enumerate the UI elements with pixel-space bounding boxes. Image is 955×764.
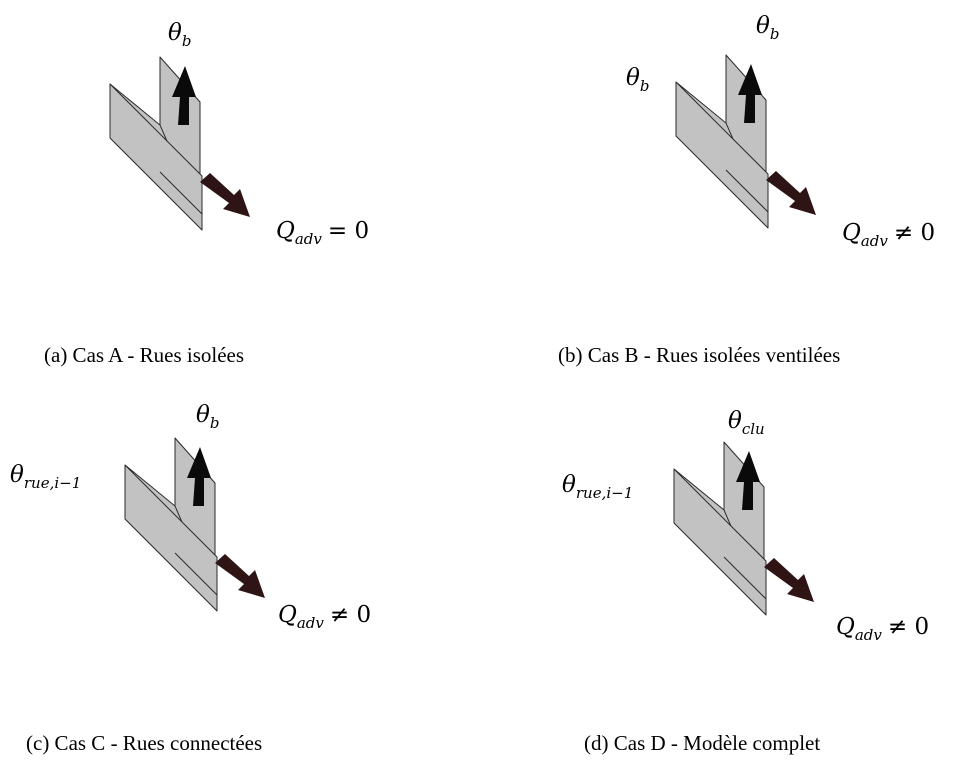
left-label-sub: rue,i−1 xyxy=(576,484,633,502)
canyon-axis-line xyxy=(723,556,767,600)
left-label-base: θ xyxy=(626,65,640,91)
flux-label-rel: = 0 xyxy=(328,218,369,244)
panel-cas-d: θclu θrue,i−1 Qadv≠ 0 (d) Cas D - Modèle… xyxy=(478,382,955,764)
flux-label-rel: ≠ 0 xyxy=(888,614,929,640)
panel-cas-b: θb θb Qadv≠ 0 (b) Cas B - Rues isolées v… xyxy=(478,0,955,382)
flux-label-base: Q xyxy=(276,218,295,244)
heat-flux-up-arrow xyxy=(187,447,211,506)
left-label-base: θ xyxy=(562,472,576,498)
flux-label-base: Q xyxy=(836,614,855,640)
flux-label: Qadv = 0 xyxy=(276,218,369,248)
canyon-diagram-d: θclu θrue,i−1 Qadv≠ 0 (d) Cas D - Modèle… xyxy=(562,408,929,755)
advection-arrow xyxy=(766,171,816,215)
flux-label-base: Q xyxy=(842,220,861,246)
advection-arrow xyxy=(215,554,265,598)
left-label: θrue,i−1 xyxy=(562,472,633,502)
canyon-diagram-a: θb Qadv = 0 (a) Cas A - Rues isolées xyxy=(44,20,369,367)
flux-label-sub: adv xyxy=(295,230,323,248)
front-wall xyxy=(109,83,203,231)
top-label: θclu xyxy=(728,408,765,438)
street-canyon-b xyxy=(675,54,816,229)
flux-label: Qadv ≠ 0 xyxy=(278,602,371,632)
canyon-axis-line xyxy=(159,171,203,215)
caption-a: (a) Cas A - Rues isolées xyxy=(44,343,244,367)
canyon-diagram-b: θb θb Qadv≠ 0 (b) Cas B - Rues isolées v… xyxy=(558,13,935,367)
top-label-base: θ xyxy=(196,402,210,428)
caption-c: (c) Cas C - Rues connectées xyxy=(26,731,262,755)
top-label-base: θ xyxy=(168,20,182,46)
left-label-sub: rue,i−1 xyxy=(24,474,81,492)
flux-label: Qadv ≠ 0 xyxy=(842,220,935,250)
left-label: θrue,i−1 xyxy=(10,462,81,492)
canyon-diagram-c: θb θrue,i−1 Qadv≠ 0 (c) Cas C - Rues con… xyxy=(10,402,371,755)
canyon-axis-line xyxy=(725,169,769,213)
left-label-sub: b xyxy=(640,77,650,95)
advection-arrow xyxy=(200,173,250,217)
flux-label-rel: ≠ 0 xyxy=(894,220,935,246)
left-label: θb xyxy=(626,65,649,95)
front-wall xyxy=(673,468,767,616)
heat-flux-up-arrow xyxy=(738,64,762,123)
street-canyon-d xyxy=(673,441,814,616)
left-label-base: θ xyxy=(10,462,24,488)
flux-label-sub: adv xyxy=(297,614,325,632)
top-label-sub: b xyxy=(770,25,780,43)
flux-label-sub: adv xyxy=(855,626,883,644)
heat-flux-up-arrow xyxy=(736,451,760,510)
flux-label-rel: ≠ 0 xyxy=(330,602,371,628)
flux-label-sub: adv xyxy=(861,232,889,250)
advection-arrow xyxy=(764,558,814,602)
top-label-sub: b xyxy=(182,32,192,50)
top-label-sub: b xyxy=(210,414,220,432)
heat-flux-up-arrow xyxy=(172,66,196,125)
canyon-axis-line xyxy=(174,552,218,596)
street-canyon-a xyxy=(109,56,250,231)
top-label: θb xyxy=(168,20,191,50)
caption-b: (b) Cas B - Rues isolées ventilées xyxy=(558,343,840,367)
street-canyon-c xyxy=(124,437,265,612)
flux-label-base: Q xyxy=(278,602,297,628)
top-label: θb xyxy=(196,402,219,432)
front-wall xyxy=(675,81,769,229)
front-wall xyxy=(124,464,218,612)
caption-d: (d) Cas D - Modèle complet xyxy=(584,731,820,755)
top-label-base: θ xyxy=(728,408,742,434)
panel-cas-a: θb Qadv = 0 (a) Cas A - Rues isolées xyxy=(0,0,477,382)
top-label-base: θ xyxy=(756,13,770,39)
top-label-sub: clu xyxy=(742,420,765,438)
flux-label: Qadv ≠ 0 xyxy=(836,614,929,644)
panel-cas-c: θb θrue,i−1 Qadv≠ 0 (c) Cas C - Rues con… xyxy=(0,382,477,764)
top-label: θb xyxy=(756,13,779,43)
